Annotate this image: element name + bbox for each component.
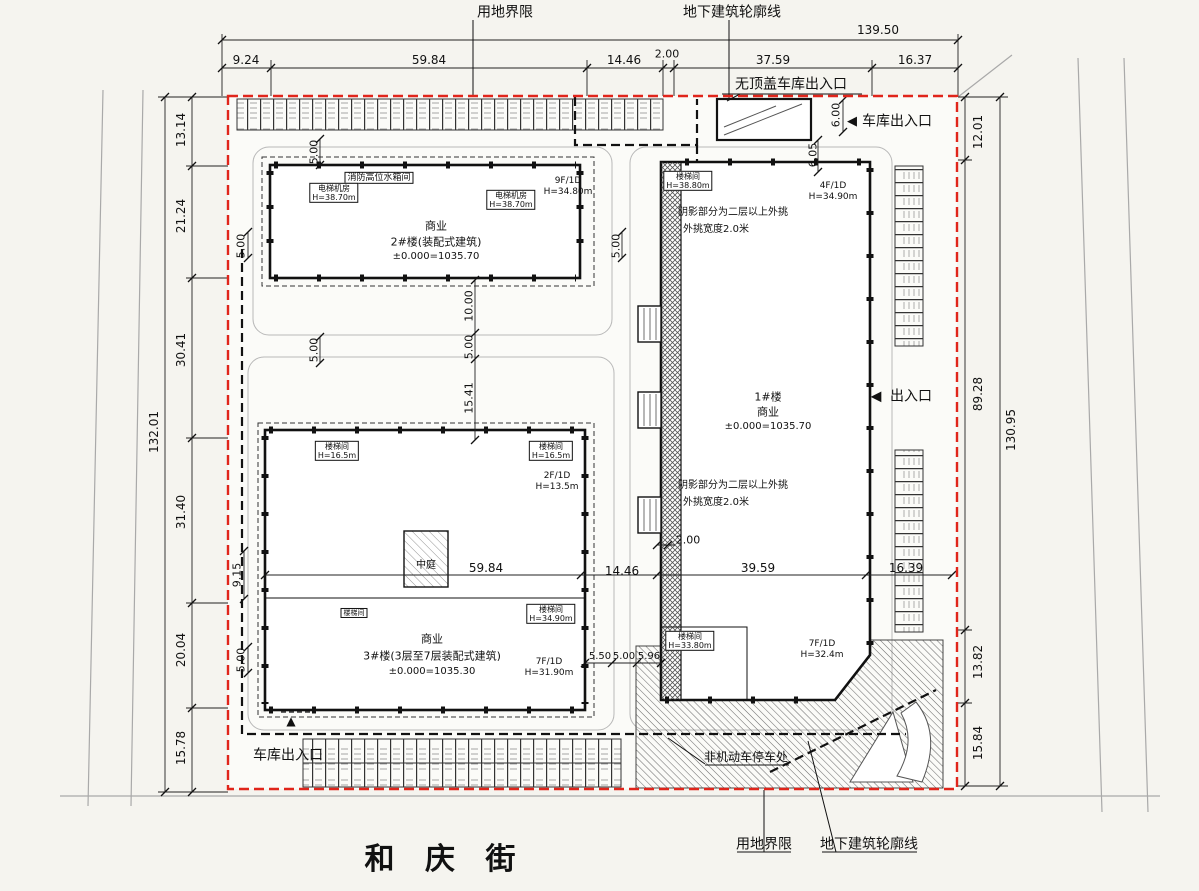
dimension-ticks — [160, 35, 1005, 797]
building-1-overhang-band — [660, 161, 682, 701]
bike-parking-plaza — [635, 639, 944, 789]
building-1-stair-pods — [637, 305, 662, 534]
parking-row-top — [236, 98, 664, 131]
parking-stalls — [236, 98, 924, 788]
leader-lines — [472, 20, 917, 853]
roads — [60, 54, 1160, 813]
underground-outline — [240, 97, 937, 773]
building-2 — [266, 161, 584, 282]
plaza-planter-2 — [896, 701, 932, 783]
plaza-planter-1 — [849, 710, 914, 783]
red-property-boundary — [226, 94, 959, 791]
building-1 — [637, 158, 874, 704]
building-3-atrium — [403, 530, 449, 588]
building-3 — [261, 426, 589, 714]
parking-column-right-lower — [894, 449, 924, 633]
parking-column-right-upper — [894, 165, 924, 347]
garage-ramp-top — [715, 97, 813, 142]
